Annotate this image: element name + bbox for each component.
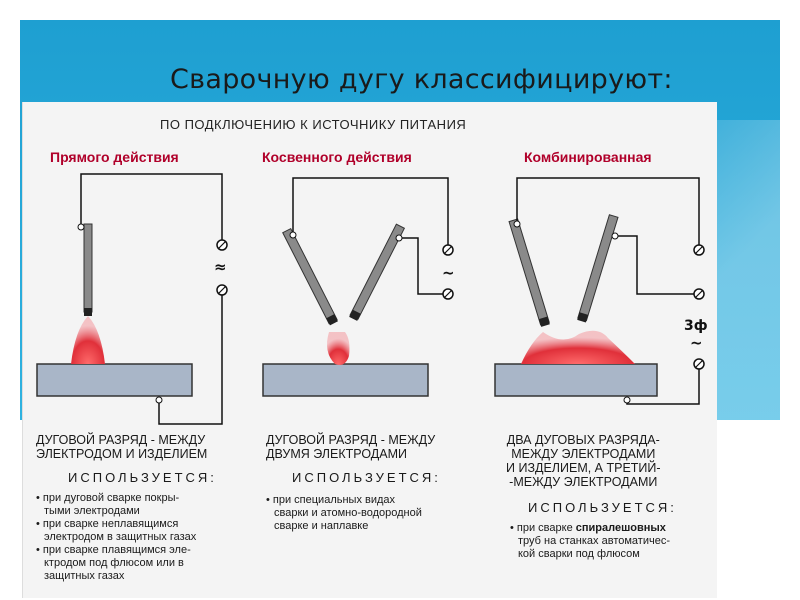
electrode-1 — [83, 223, 93, 313]
electrode-3b — [577, 214, 619, 322]
arc-flame-3 — [521, 330, 635, 364]
uses-label-indirect: ИСПОЛЬЗУЕТСЯ: — [292, 470, 441, 485]
wire-1b — [158, 295, 223, 425]
diagram-panel — [22, 102, 717, 598]
bullets-combined: • при сварке спиралешовных труб на станк… — [510, 522, 670, 560]
wire-3a — [516, 177, 700, 247]
wire-1a — [80, 173, 223, 245]
workpiece-plate-1 — [36, 363, 193, 397]
three-phase-label: 3ф — [684, 318, 708, 334]
description-indirect: ДУГОВОЙ РАЗРЯД - МЕЖДУ ДВУМЯ ЭЛЕКТРОДАМИ — [266, 433, 436, 461]
subtitle-direct: Прямого действия — [50, 149, 179, 165]
description-direct: ДУГОВОЙ РАЗРЯД - МЕЖДУ ЭЛЕКТРОДОМ И ИЗДЕ… — [36, 433, 208, 461]
description-combined: ДВА ДУГОВЫХ РАЗРЯДА- МЕЖДУ ЭЛЕКТРОДАМИ И… — [506, 433, 661, 489]
wire-3b — [615, 235, 694, 295]
arc-flame-1 — [71, 316, 105, 364]
workpiece-plate-3 — [494, 363, 658, 397]
ac-symbol-2: ~ — [442, 264, 455, 282]
bullets-indirect: • при специальных видах сварки и атомно-… — [266, 494, 422, 532]
subtitle-combined: Комбинированная — [524, 149, 652, 165]
electrode-2a — [282, 227, 338, 325]
workpiece-plate-2 — [262, 363, 429, 397]
wire-2b — [399, 237, 443, 295]
ac-symbol-1: ≈ — [214, 258, 227, 276]
classification-header: ПО ПОДКЛЮЧЕНИЮ К ИСТОЧНИКУ ПИТАНИЯ — [160, 117, 467, 132]
slide-title: Сварочную дугу классифицируют: — [170, 64, 673, 95]
subtitle-indirect: Косвенного действия — [262, 149, 412, 165]
arc-flame-2 — [327, 332, 350, 365]
bullets-direct: • при дуговой сварке покры- тыми электро… — [36, 492, 197, 582]
uses-label-combined: ИСПОЛЬЗУЕТСЯ: — [528, 500, 677, 515]
electrode-3a — [508, 218, 550, 326]
diagram-drawing — [36, 173, 705, 425]
combined-arc-diagram — [494, 177, 705, 405]
wire-2a — [292, 177, 449, 247]
uses-label-direct: ИСПОЛЬЗУЕТСЯ: — [68, 470, 217, 485]
indirect-arc-diagram — [262, 177, 454, 397]
direct-arc-diagram — [36, 173, 228, 425]
electrode-tip-1 — [84, 308, 92, 316]
ac-symbol-3: ~ — [690, 334, 703, 352]
